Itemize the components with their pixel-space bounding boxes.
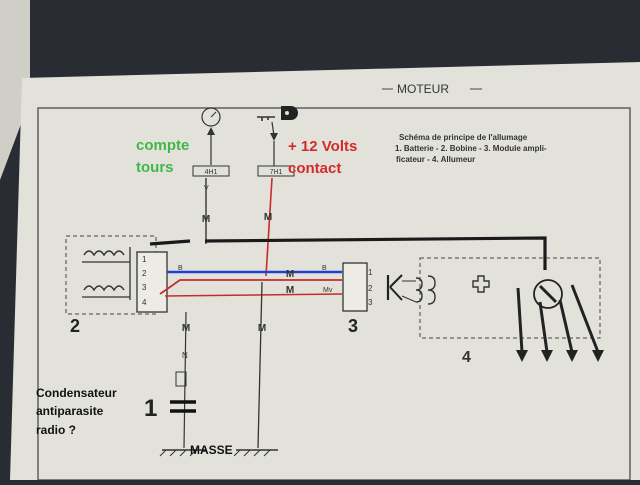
- wire-mark-m-blue: M: [286, 269, 294, 280]
- cond-connector: [175, 371, 187, 387]
- red-wire-mv: [164, 293, 343, 297]
- ground-symbol-right-icon: [233, 449, 278, 457]
- tach-connector-label: 4H1: [205, 169, 218, 176]
- coil-pin-4: 4: [142, 298, 147, 307]
- distributor-rotor-icon: [533, 279, 563, 309]
- spark-plug-leads-icon: [516, 284, 604, 362]
- pickup-coil-icon: [401, 275, 436, 305]
- transistor-icon: [386, 274, 403, 301]
- coil-pin-1: 1: [142, 255, 147, 264]
- annotation-antiparasite: antiparasite: [36, 404, 104, 418]
- high-tension-wire: [149, 236, 547, 270]
- wire-mark-b-right: B: [322, 265, 327, 272]
- module-pin-1: 1: [368, 268, 373, 277]
- wire-mark-m-masse: M: [258, 323, 266, 334]
- red-wire-pin2: [159, 279, 342, 295]
- label-bobine-2: 2: [70, 316, 80, 336]
- wire-mark-m-red: M: [286, 285, 294, 296]
- caption-title: Schéma de principe de l'allumage: [399, 133, 528, 142]
- coil-pin-3: 3: [142, 283, 147, 292]
- coil-pin-2: 2: [142, 269, 147, 278]
- label-allumeur-4: 4: [462, 349, 471, 366]
- module-terminal-block: [342, 262, 368, 312]
- caption-line-3: ficateur - 4. Allumeur: [396, 155, 475, 164]
- annotation-radio: radio ?: [36, 423, 76, 437]
- annotation-compte: compte: [136, 137, 189, 154]
- ignition-key-icon: [257, 106, 298, 141]
- red-plus-12v-wire: [265, 177, 273, 277]
- section-header: MOTEUR: [397, 82, 449, 96]
- letter-n: N: [182, 351, 188, 360]
- coil-primary-winding-icon: [82, 247, 131, 300]
- annotation-plus-12-volts: + 12 Volts: [288, 138, 357, 155]
- ground-symbol-left-icon: [159, 449, 206, 457]
- wire-mark-m-contact: M: [264, 212, 272, 223]
- tachometer-gauge-icon: [201, 107, 221, 165]
- distributor-dashed-box: [419, 257, 601, 339]
- coil-terminal-block: [136, 251, 168, 313]
- caption-line-2: 1. Batterie - 2. Bobine - 3. Module ampl…: [395, 144, 547, 153]
- wire-mark-m-tach: M: [202, 214, 210, 225]
- wire-mark-m-cond: M: [182, 323, 190, 334]
- label-module-3: 3: [348, 316, 358, 336]
- condensateur-wire: [183, 311, 187, 449]
- module-pin-2: 2: [368, 284, 373, 293]
- masse-wire: [257, 281, 263, 449]
- annotation-contact: contact: [288, 160, 341, 177]
- contact-connector-label: 7H1: [270, 169, 283, 176]
- module-pin-3: 3: [368, 298, 373, 307]
- wire-mark-mv: Mv: [323, 287, 333, 294]
- label-batterie-1: 1: [144, 395, 157, 422]
- left-page-edge: [0, 0, 30, 180]
- contact-connector: [257, 165, 295, 177]
- annotation-condensateur: Condensateur: [36, 386, 117, 400]
- wire-mark-b: B: [178, 265, 183, 272]
- capacitor-icon: [170, 400, 196, 413]
- reluctor-icon: [472, 275, 490, 293]
- annotation-masse: MASSE: [190, 443, 233, 457]
- annotation-tours: tours: [136, 159, 174, 176]
- tach-connector: [192, 165, 230, 177]
